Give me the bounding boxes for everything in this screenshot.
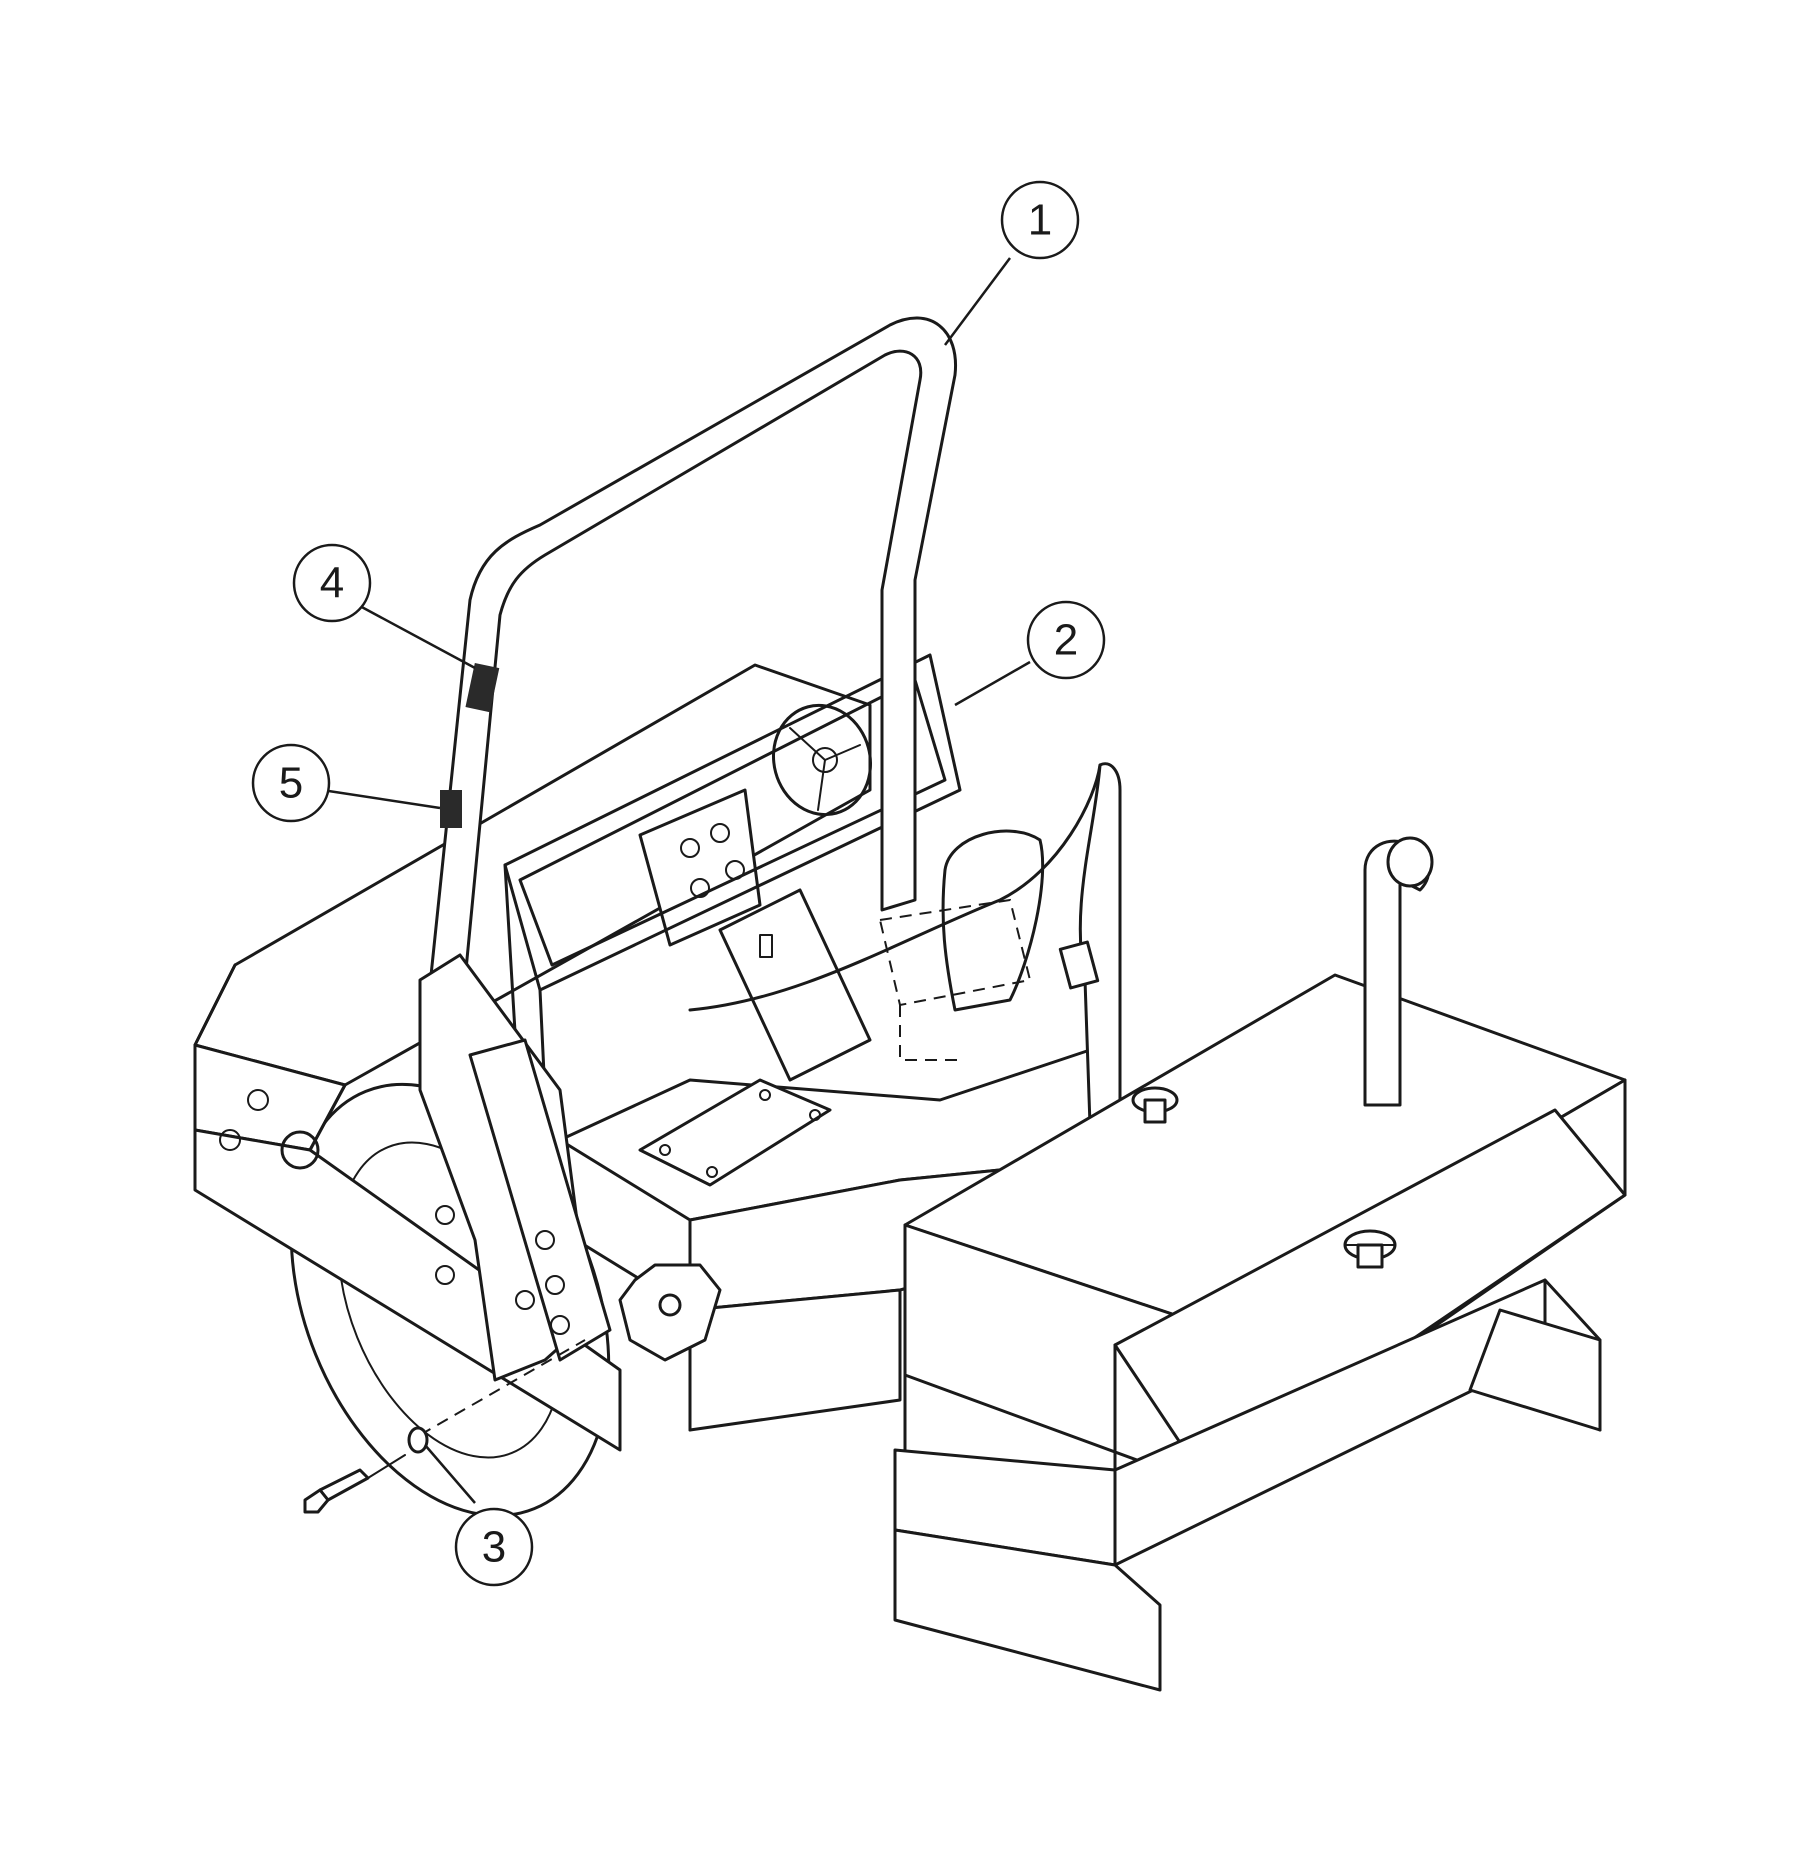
callout-1-label: 1 (1028, 196, 1052, 245)
rops-decals (440, 662, 500, 828)
decal-5 (440, 790, 462, 828)
callout-4[interactable]: 4 (292, 543, 372, 623)
callout-2[interactable]: 2 (1026, 600, 1106, 680)
mount-bolt-assembly (303, 1339, 586, 1514)
decal-4 (465, 662, 500, 713)
callout-5[interactable]: 5 (251, 743, 331, 823)
callout-2-label: 2 (1054, 616, 1078, 665)
callout-4-label: 4 (320, 559, 344, 608)
side-guard (688, 762, 1122, 1127)
callout-3-label: 3 (482, 1523, 506, 1572)
rops-mount-bracket (418, 953, 612, 1382)
front-hood-box (893, 836, 1627, 1692)
rops-bar (428, 316, 958, 987)
operator-guard-rails (503, 653, 962, 1117)
callout-leaders (321, 257, 1031, 1504)
callout-1[interactable]: 1 (1000, 180, 1080, 260)
operator-seat (878, 829, 1045, 1061)
callout-5-label: 5 (279, 759, 303, 808)
callout-3[interactable]: 3 (454, 1507, 534, 1587)
control-console (638, 703, 873, 1082)
drum-hub-plate (618, 1263, 722, 1362)
washer (407, 1426, 429, 1454)
bolt (318, 1468, 370, 1502)
